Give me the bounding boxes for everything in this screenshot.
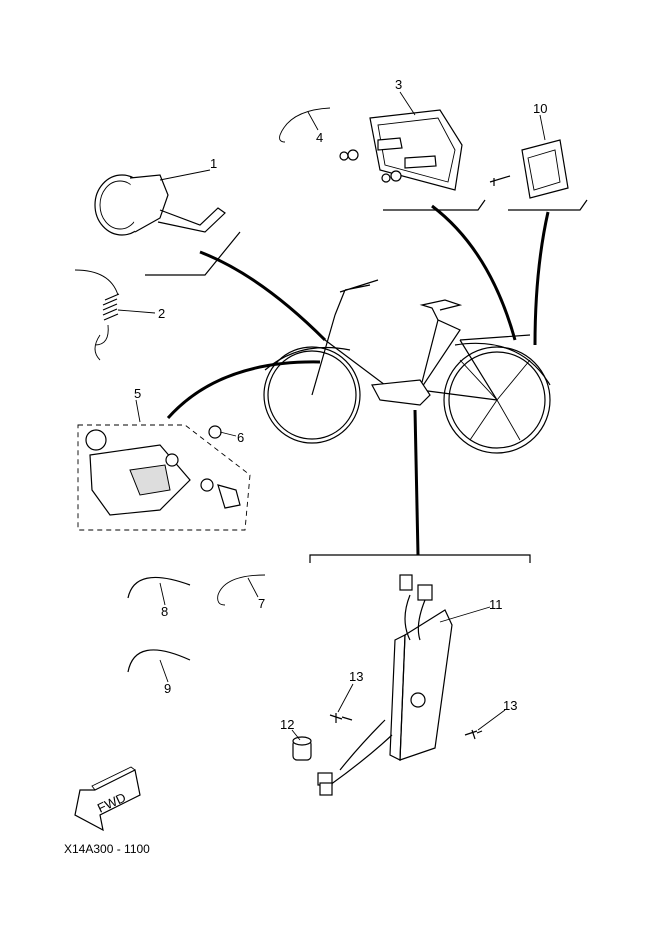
callout-6: 6	[237, 430, 244, 445]
drawing-code: X14A300 - 1100	[64, 842, 150, 856]
leader-line	[533, 211, 550, 346]
controller-part	[317, 574, 453, 796]
leader-line	[166, 360, 321, 420]
callout-7: 7	[258, 596, 265, 611]
dynamo-lamp-part	[77, 424, 251, 531]
callout-5: 5	[134, 386, 141, 401]
wire-part	[217, 574, 266, 606]
callout-4: 4	[316, 130, 323, 145]
spring-part	[74, 269, 120, 361]
callout-8: 8	[161, 604, 168, 619]
callout-13b: 13	[503, 698, 517, 713]
group-bracket	[145, 231, 241, 276]
callout-13a: 13	[349, 669, 363, 684]
screw-part	[329, 713, 353, 723]
headlight-part	[94, 174, 226, 236]
callout-2: 2	[158, 306, 165, 321]
callout-12: 12	[280, 717, 294, 732]
bicycle	[263, 279, 551, 454]
group-bracket	[508, 199, 588, 211]
callout-11: 11	[489, 597, 503, 612]
forward-direction-arrow: FWD	[74, 766, 141, 832]
leader-line	[413, 409, 420, 556]
wire-part	[279, 107, 331, 143]
callout-3: 3	[395, 77, 402, 92]
band-part	[127, 576, 191, 599]
group-bracket	[309, 554, 531, 563]
bushing-part	[292, 736, 312, 761]
callout-1: 1	[210, 156, 217, 171]
band-part	[127, 649, 191, 673]
group-bracket	[383, 199, 486, 211]
tail-light-part	[339, 109, 463, 191]
leader-line	[431, 204, 517, 341]
callout-9: 9	[164, 681, 171, 696]
reflector-part	[489, 139, 569, 199]
screw-part	[464, 729, 483, 740]
leader-line	[199, 250, 327, 342]
callout-10: 10	[533, 101, 547, 116]
washer-part	[208, 425, 222, 439]
